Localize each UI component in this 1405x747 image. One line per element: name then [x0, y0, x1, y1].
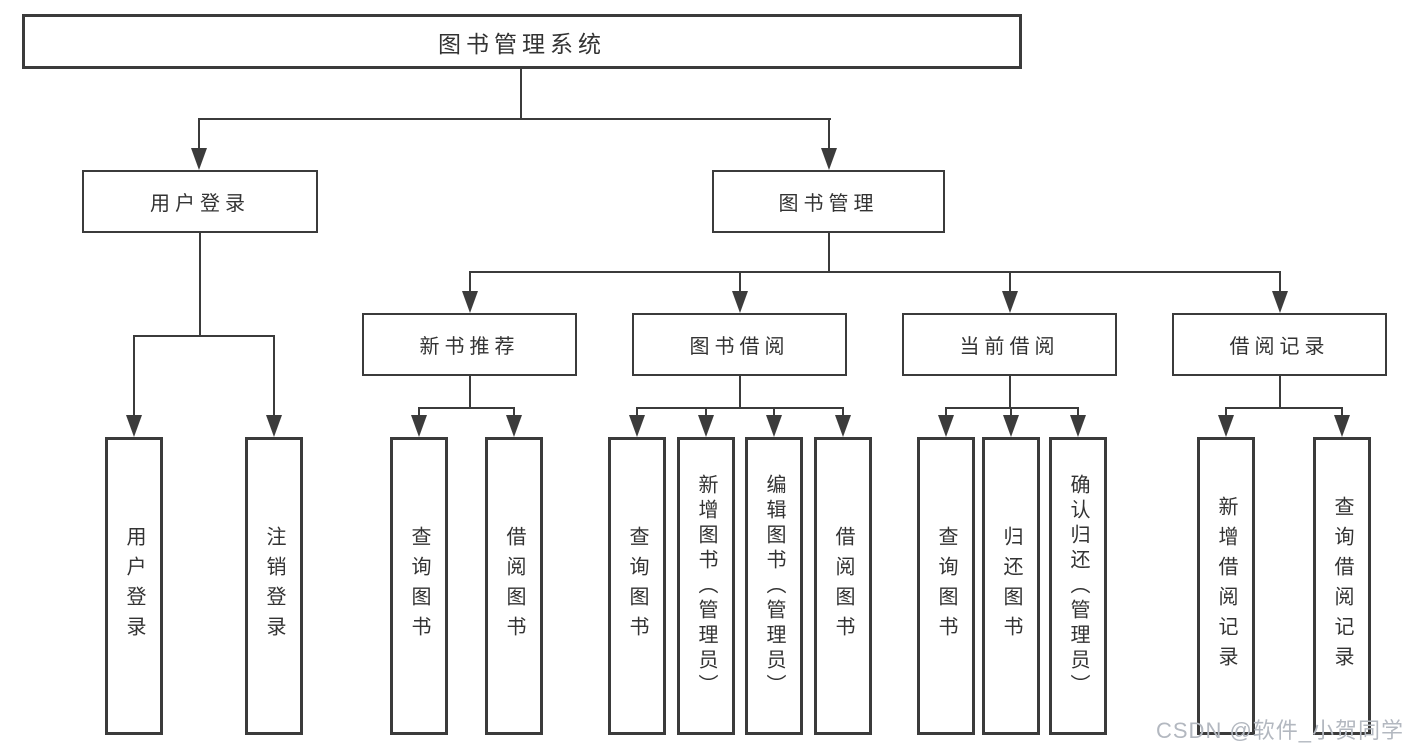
arrow-head-icon	[126, 415, 142, 437]
connector-line	[1279, 271, 1281, 293]
leaf-add-borrow-record: 新增借阅记录	[1197, 437, 1255, 735]
node-label: 用户登录	[123, 526, 145, 646]
node-label: 图书管理系统	[438, 30, 606, 57]
arrow-head-icon	[938, 415, 954, 437]
leaf-add-book-admin: 新增图书（管理员）	[677, 437, 735, 735]
leaf-borrow-book-recommend: 借阅图书	[485, 437, 543, 735]
connector-line	[739, 271, 741, 293]
connector-line	[945, 407, 1079, 409]
arrow-head-icon	[1003, 415, 1019, 437]
connector-line	[828, 233, 830, 273]
node-book-borrow: 图书借阅	[632, 313, 847, 376]
connector-line	[133, 335, 275, 337]
arrow-head-icon	[266, 415, 282, 437]
arrow-head-icon	[191, 148, 207, 170]
arrow-head-icon	[1002, 291, 1018, 313]
node-current-borrow: 当前借阅	[902, 313, 1117, 376]
node-label: 新增借阅记录	[1215, 496, 1237, 676]
node-book-management: 图书管理	[712, 170, 945, 233]
node-library-management-system: 图书管理系统	[22, 14, 1022, 69]
leaf-query-book-recommend: 查询图书	[390, 437, 448, 735]
node-borrow-record: 借阅记录	[1172, 313, 1387, 376]
connector-line	[520, 69, 522, 118]
connector-line	[469, 376, 471, 409]
connector-line	[1341, 407, 1343, 417]
arrow-head-icon	[766, 415, 782, 437]
node-label: 图书借阅	[689, 336, 790, 358]
connector-line	[198, 118, 831, 120]
arrow-head-icon	[821, 148, 837, 170]
node-label: 借阅图书	[503, 526, 525, 646]
connector-line	[198, 118, 200, 154]
node-label: 查询借阅记录	[1331, 496, 1353, 676]
arrow-head-icon	[1070, 415, 1086, 437]
node-label: 借阅图书	[832, 526, 854, 646]
node-user-login: 用户登录	[82, 170, 318, 233]
arrow-head-icon	[1218, 415, 1234, 437]
node-label: 查询图书	[408, 526, 430, 646]
node-label: 图书管理	[778, 193, 879, 215]
connector-line	[828, 118, 830, 154]
arrow-head-icon	[1334, 415, 1350, 437]
node-label: 新增图书（管理员）	[695, 473, 717, 699]
connector-line	[418, 407, 420, 417]
node-label: 注销登录	[263, 526, 285, 646]
connector-line	[133, 335, 135, 419]
connector-line	[273, 335, 275, 419]
connector-line	[1009, 271, 1011, 293]
arrow-head-icon	[698, 415, 714, 437]
connector-line	[1225, 407, 1227, 417]
watermark: CSDN @软件_小贺同学	[1156, 718, 1405, 743]
leaf-edit-book-admin: 编辑图书（管理员）	[745, 437, 803, 735]
connector-line	[773, 407, 775, 417]
leaf-return-book: 归还图书	[982, 437, 1040, 735]
node-label: 新书推荐	[419, 336, 520, 358]
arrow-head-icon	[732, 291, 748, 313]
connector-line	[1225, 407, 1343, 409]
connector-line	[1010, 407, 1012, 417]
arrow-head-icon	[1272, 291, 1288, 313]
node-label: 借阅记录	[1229, 336, 1330, 358]
connector-line	[418, 407, 515, 409]
arrow-head-icon	[835, 415, 851, 437]
arrow-head-icon	[629, 415, 645, 437]
connector-line	[513, 407, 515, 417]
connector-line	[705, 407, 707, 417]
node-label: 归还图书	[1000, 526, 1022, 646]
arrow-head-icon	[462, 291, 478, 313]
connector-line	[469, 271, 1281, 273]
node-new-book-recommend: 新书推荐	[362, 313, 577, 376]
connector-line	[739, 376, 741, 409]
leaf-query-book-borrowsec: 查询图书	[608, 437, 666, 735]
node-label: 查询图书	[935, 526, 957, 646]
arrow-head-icon	[411, 415, 427, 437]
leaf-query-book-current: 查询图书	[917, 437, 975, 735]
connector-line	[636, 407, 638, 417]
leaf-logout: 注销登录	[245, 437, 303, 735]
node-label: 当前借阅	[959, 336, 1060, 358]
connector-line	[842, 407, 844, 417]
node-label: 查询图书	[626, 526, 648, 646]
connector-line	[945, 407, 947, 417]
arrow-head-icon	[506, 415, 522, 437]
connector-line	[469, 271, 471, 293]
leaf-confirm-return-admin: 确认归还（管理员）	[1049, 437, 1107, 735]
connector-line	[1009, 376, 1011, 409]
leaf-query-borrow-record: 查询借阅记录	[1313, 437, 1371, 735]
leaf-user-login: 用户登录	[105, 437, 163, 735]
connector-line	[199, 233, 201, 337]
leaf-borrow-book: 借阅图书	[814, 437, 872, 735]
node-label: 用户登录	[150, 193, 250, 215]
connector-line	[636, 407, 844, 409]
node-label: 确认归还（管理员）	[1067, 473, 1089, 699]
connector-line	[1077, 407, 1079, 417]
node-label: 编辑图书（管理员）	[763, 473, 785, 699]
connector-line	[1279, 376, 1281, 409]
